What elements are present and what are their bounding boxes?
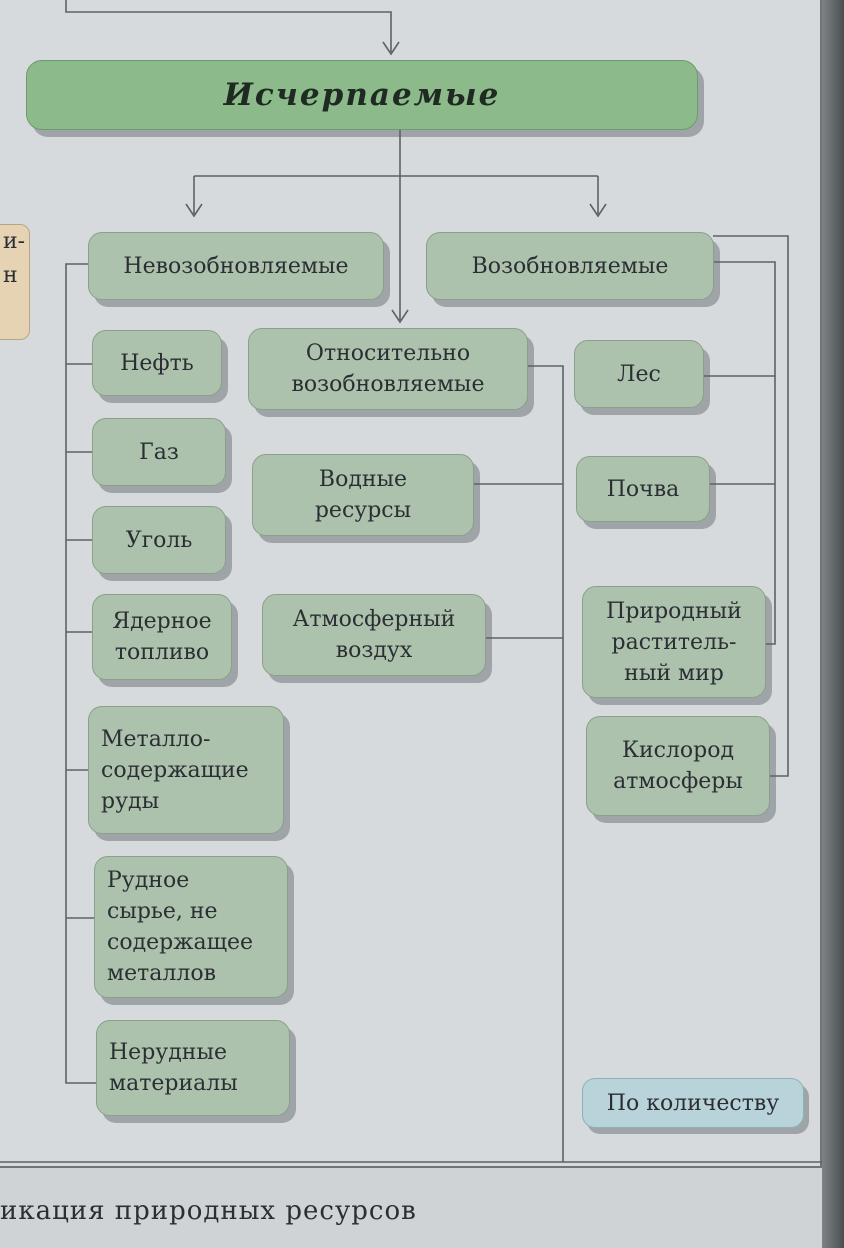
category-nonrenewable: Невозобновляемые — [88, 232, 384, 300]
arrowhead-top — [382, 41, 400, 56]
connector-renewable-inner — [704, 261, 776, 645]
connector-top — [65, 0, 392, 52]
legend-by-quantity: По количеству — [582, 1078, 804, 1128]
node-nonore-materials: Нерудные материалы — [96, 1020, 290, 1116]
node-water-resources: Водные ресурсы — [252, 454, 474, 536]
node-metal-ores: Металло- содержащие руды — [88, 706, 284, 834]
connector-nonrenewable — [65, 263, 96, 1084]
category-renewable: Возобновляемые — [426, 232, 714, 300]
arrowhead-right — [589, 203, 607, 218]
node-oil: Нефть — [92, 330, 222, 396]
connector-renewable-outer — [713, 235, 789, 777]
node-soil: Почва — [576, 456, 710, 522]
node-plant-world: Природный раститель- ный мир — [582, 586, 766, 698]
node-atmospheric-oxygen: Кислород атмосферы — [586, 716, 770, 816]
category-relatively-renewable: Относительно возобновляемые — [248, 328, 528, 410]
arrowhead-left — [185, 203, 203, 218]
node-forest: Лес — [574, 340, 704, 408]
partial-node-line-3: н — [3, 263, 18, 288]
node-nonmetal-ore: Рудное сырье, не содержащее металлов — [94, 856, 288, 998]
node-nuclear-fuel: Ядерное топливо — [92, 594, 232, 680]
figure-caption: икация природных ресурсов — [0, 1196, 417, 1226]
connector-root-branch — [193, 130, 599, 320]
node-gas: Газ — [92, 418, 226, 486]
partial-node-line-1: и- — [3, 229, 26, 254]
partial-offpage-node: и- н — [0, 224, 30, 340]
arrowhead-middle — [391, 309, 409, 324]
page-edge-shadow — [822, 0, 844, 1248]
node-coal: Уголь — [92, 506, 226, 574]
node-atmospheric-air: Атмосферный воздух — [262, 594, 486, 676]
connector-relative — [474, 365, 564, 1162]
root-node: Исчерпаемые — [26, 60, 698, 130]
